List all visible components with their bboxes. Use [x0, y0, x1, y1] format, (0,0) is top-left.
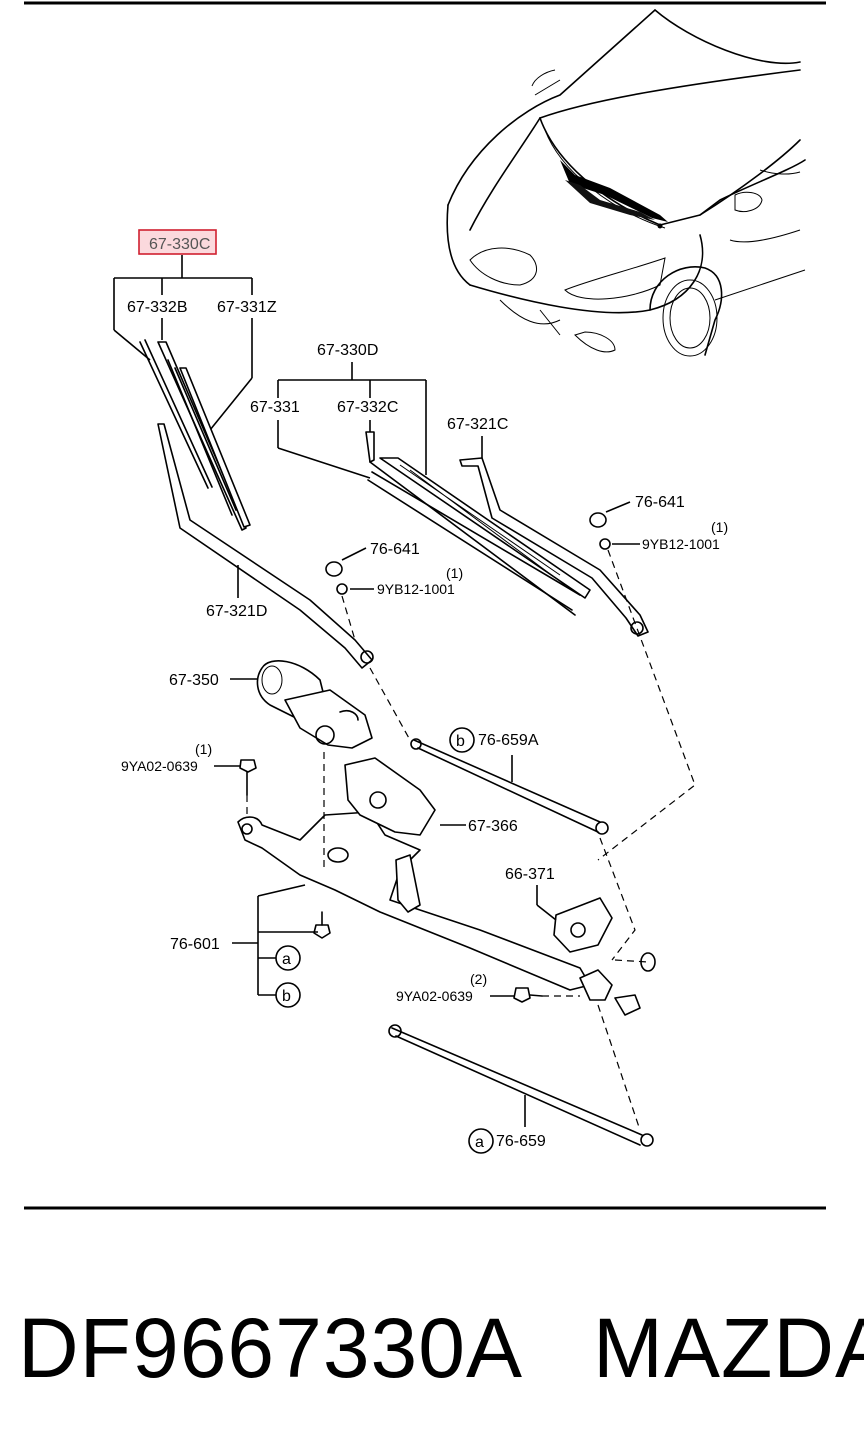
nuts-and-caps	[325, 501, 640, 595]
label-67-366[interactable]: 67-366	[468, 818, 518, 835]
p76-601-bracket	[232, 884, 318, 1008]
label-76-659A[interactable]: 76-659A	[478, 732, 539, 749]
label-67-330D[interactable]: 67-330D	[317, 342, 378, 359]
label-qty-1-right: (1)	[711, 519, 728, 535]
highlight-box	[138, 229, 217, 255]
label-67-331Z[interactable]: 67-331Z	[217, 299, 277, 316]
label-67-321C[interactable]: 67-321C	[447, 416, 508, 433]
dashed-connectors	[246, 549, 696, 1131]
label-67-332C[interactable]: 67-332C	[337, 399, 398, 416]
label-76-641-right[interactable]: 76-641	[635, 494, 685, 511]
mark-b-rod: b	[456, 733, 465, 750]
left-wiper-blade-group	[113, 229, 374, 669]
label-67-330C[interactable]: 67-330C	[149, 236, 210, 253]
mark-a-circle-rod	[468, 1128, 494, 1154]
mark-a-rod: a	[475, 1134, 484, 1151]
label-67-331[interactable]: 67-331	[250, 399, 300, 416]
label-qty-1-bolt: (1)	[195, 741, 212, 757]
label-76-601[interactable]: 76-601	[170, 936, 220, 953]
footer-caption: DF9667330A MAZDA	[18, 1300, 864, 1397]
car-inset-illustration	[446, 9, 806, 357]
label-qty-2: (2)	[470, 971, 487, 987]
mark-b-circle-rod	[449, 727, 475, 753]
label-9YA02-0639-upper[interactable]: 9YA02-0639	[121, 758, 198, 774]
label-76-641-left[interactable]: 76-641	[370, 541, 420, 558]
linkage-frame	[237, 757, 656, 1016]
right-wiper-blade-group	[277, 362, 649, 637]
label-9YB12-1001-left[interactable]: 9YB12-1001	[377, 581, 455, 597]
bolts	[214, 759, 543, 1003]
label-66-371[interactable]: 66-371	[505, 866, 555, 883]
wiper-motor	[230, 660, 373, 749]
label-67-350[interactable]: 67-350	[169, 672, 219, 689]
link-rods	[388, 738, 654, 1147]
label-76-659[interactable]: 76-659	[496, 1133, 546, 1150]
label-9YB12-1001-right[interactable]: 9YB12-1001	[642, 536, 720, 552]
mark-a-bracket: a	[282, 951, 291, 968]
part-number-text: DF9667330A	[18, 1301, 524, 1395]
mark-b-bracket: b	[282, 988, 291, 1005]
label-67-332B[interactable]: 67-332B	[127, 299, 188, 316]
label-67-321D[interactable]: 67-321D	[206, 603, 267, 620]
label-qty-1-left: (1)	[446, 565, 463, 581]
brand-text: MAZDA	[593, 1301, 864, 1395]
label-9YA02-0639-lower[interactable]: 9YA02-0639	[396, 988, 473, 1004]
